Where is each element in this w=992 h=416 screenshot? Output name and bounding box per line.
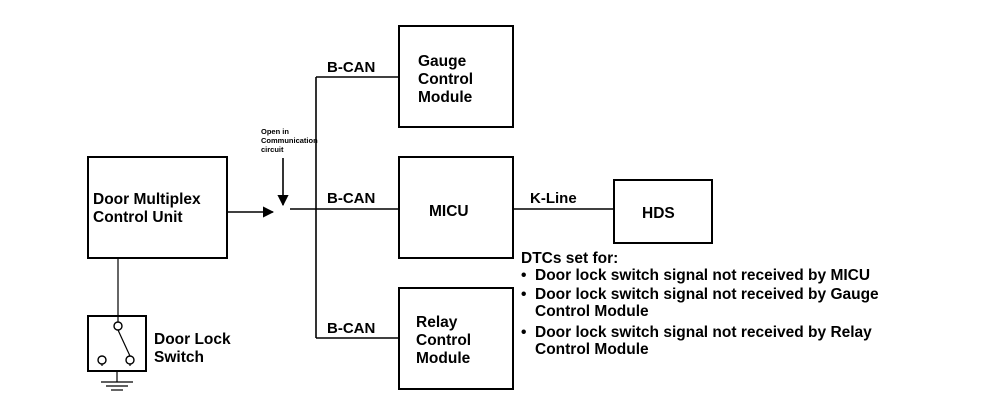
door-lock-switch <box>87 315 147 372</box>
gauge-label-line2: Control <box>418 71 473 88</box>
open-note-line3: circuit <box>261 145 284 154</box>
micu-module: MICU <box>398 156 514 259</box>
bcan-gauge-label: B-CAN <box>327 59 375 76</box>
bcan-micu-label: B-CAN <box>327 190 375 207</box>
door-multiplex-label-line2: Control Unit <box>93 209 183 226</box>
gauge-label-line3: Module <box>418 89 473 106</box>
relay-label-line3: Module <box>416 350 471 367</box>
kline-label: K-Line <box>530 190 577 207</box>
dtc-bullet-1: • <box>521 267 526 284</box>
door-multiplex-label-line1: Door Multiplex <box>93 191 201 208</box>
door-lock-switch-label-line1: Door Lock <box>154 331 231 348</box>
dtc-item-1-line1: Door lock switch signal not received by … <box>535 267 870 284</box>
switch-contact-top <box>113 321 123 331</box>
micu-label: MICU <box>429 203 469 220</box>
switch-contact-left <box>97 355 107 365</box>
switch-contact-right <box>125 355 135 365</box>
dtc-note: DTCs set for: • Door lock switch signal … <box>521 250 879 358</box>
gauge-control-module: Gauge Control Module <box>398 25 514 128</box>
bcan-relay-label: B-CAN <box>327 320 375 337</box>
dtc-item-3-line1: Door lock switch signal not received by … <box>535 324 872 341</box>
open-note-line2: Communication <box>261 136 318 145</box>
hds-label: HDS <box>642 205 675 222</box>
dtc-bullet-2: • <box>521 286 526 303</box>
open-note-line1: Open in <box>261 127 289 136</box>
hds-tool: HDS <box>613 179 713 244</box>
door-multiplex-control-unit: Door Multiplex Control Unit <box>87 156 228 259</box>
relay-label-line2: Control <box>416 332 471 349</box>
dtc-item-3-line2: Control Module <box>535 341 649 358</box>
dtc-bullet-3: • <box>521 324 526 341</box>
dtc-heading: DTCs set for: <box>521 250 618 267</box>
open-circuit-note: Open in Communication circuit <box>261 127 318 154</box>
ground-icon <box>101 371 133 391</box>
door-lock-switch-label-line2: Switch <box>154 349 204 366</box>
gauge-label-line1: Gauge <box>418 53 467 70</box>
dtc-item-2-line2: Control Module <box>535 303 649 320</box>
switch-lever <box>117 329 131 357</box>
relay-control-module: Relay Control Module <box>398 287 514 390</box>
dtc-item-2-line1: Door lock switch signal not received by … <box>535 286 879 303</box>
relay-label-line1: Relay <box>416 314 458 331</box>
